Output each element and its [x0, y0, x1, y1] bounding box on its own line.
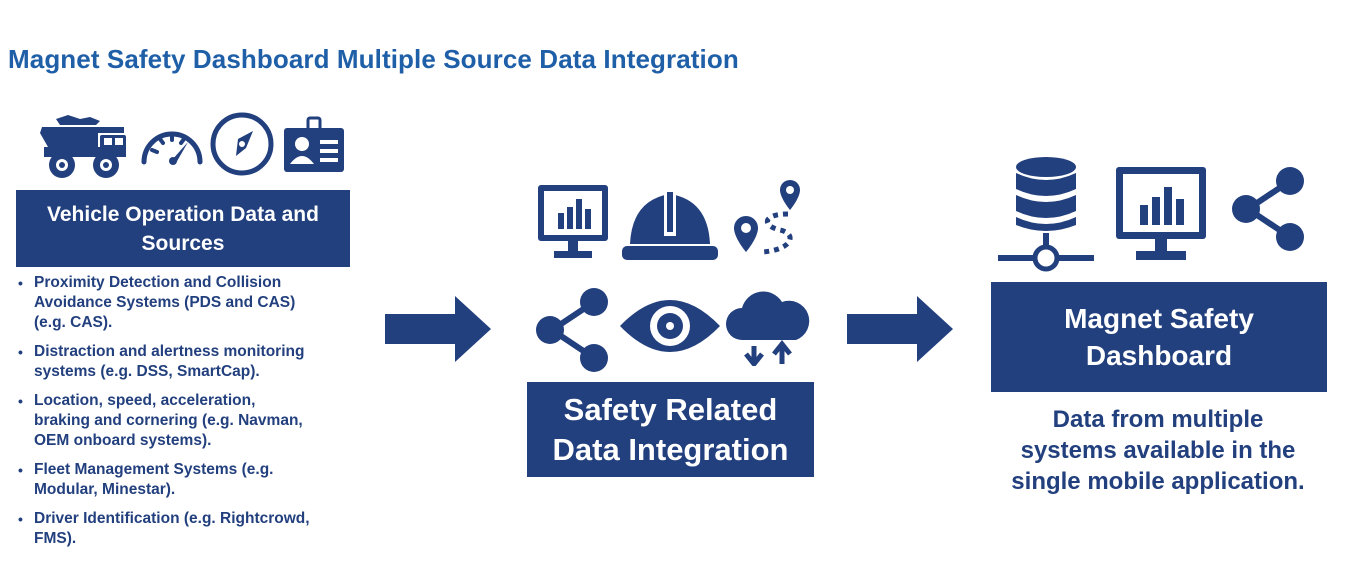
hard-hat-icon	[620, 186, 720, 266]
magnet-safety-dashboard-box: Magnet Safety Dashboard	[991, 282, 1327, 392]
right-arrow-icon	[847, 296, 955, 362]
box-line: Vehicle Operation Data and	[47, 202, 319, 226]
vehicle-operation-data-box: Vehicle Operation Data and Sources	[16, 190, 350, 267]
list-item-line: Distraction and alertness monitoring	[34, 343, 305, 360]
box-line: Sources	[141, 231, 225, 255]
list-item-line: (e.g. CAS).	[34, 314, 113, 331]
list-item-line: Location, speed, acceleration,	[34, 392, 256, 409]
haul-truck-icon	[36, 113, 130, 181]
list-item-line: FMS).	[34, 530, 77, 547]
list-item: Proximity Detection and Collision Avoida…	[18, 273, 350, 333]
list-item-line: Fleet Management Systems (e.g.	[34, 461, 274, 478]
id-card-icon	[282, 116, 346, 174]
list-item-line: systems (e.g. DSS, SmartCap).	[34, 363, 260, 380]
monitor-chart-icon	[1114, 165, 1208, 263]
list-item-line: Modular, Minestar).	[34, 481, 176, 498]
list-item: Driver Identification (e.g. Rightcrowd, …	[18, 509, 350, 549]
list-item: Fleet Management Systems (e.g. Modular, …	[18, 460, 350, 500]
box-line: Data Integration	[552, 431, 789, 467]
list-item-line: Avoidance Systems (PDS and CAS)	[34, 294, 296, 311]
route-pin-icon	[732, 178, 804, 262]
caption-line: Data from multiple	[1052, 406, 1264, 433]
speedometer-icon	[138, 120, 206, 166]
caption-line: systems available in the	[1020, 437, 1296, 464]
dashboard-caption: Data from multiple systems available in …	[990, 404, 1326, 497]
box-line: Safety Related	[563, 391, 778, 427]
cloud-sync-icon	[724, 290, 812, 366]
list-item: Location, speed, acceleration, braking a…	[18, 391, 350, 451]
monitor-chart-icon	[536, 183, 610, 261]
database-network-icon	[998, 155, 1094, 273]
safety-data-integration-box: Safety Related Data Integration	[527, 382, 814, 477]
page-title: Magnet Safety Dashboard Multiple Source …	[8, 44, 739, 74]
share-icon	[532, 286, 612, 374]
compass-icon	[209, 111, 275, 177]
list-item-line: Driver Identification (e.g. Rightcrowd,	[34, 510, 310, 527]
list-item-line: OEM onboard systems).	[34, 432, 212, 449]
list-item-line: Proximity Detection and Collision	[34, 274, 282, 291]
caption-line: single mobile application.	[1011, 468, 1305, 495]
box-line: Dashboard	[1085, 340, 1233, 371]
eye-icon	[618, 294, 722, 358]
right-arrow-icon	[385, 296, 493, 362]
list-item: Distraction and alertness monitoring sys…	[18, 342, 350, 382]
share-icon	[1228, 165, 1310, 253]
list-item-line: braking and cornering (e.g. Navman,	[34, 412, 303, 429]
box-line: Magnet Safety	[1064, 303, 1254, 334]
data-source-list: Proximity Detection and Collision Avoida…	[18, 273, 350, 558]
